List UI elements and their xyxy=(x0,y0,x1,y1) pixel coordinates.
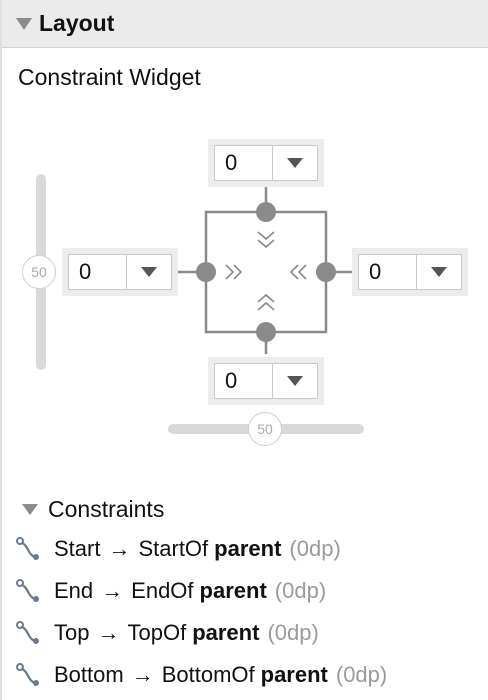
end-anchor-handle[interactable] xyxy=(316,262,336,282)
constraint-link-icon xyxy=(16,663,39,686)
layout-section-header[interactable]: Layout xyxy=(2,0,488,48)
arrow-right-icon: → xyxy=(131,662,154,687)
constraint-parent: parent xyxy=(199,578,267,603)
top-anchor-handle[interactable] xyxy=(256,202,276,222)
constraints-header-label: Constraints xyxy=(48,496,165,522)
arrow-right-icon: → xyxy=(108,536,131,561)
vertical-bias-slider-thumb[interactable]: 50 xyxy=(22,255,56,289)
arrow-right-icon: → xyxy=(97,620,120,645)
constraint-margin: (0dp) xyxy=(289,536,341,561)
constraint-side: End xyxy=(54,578,94,603)
section-title: Layout xyxy=(39,10,115,36)
constraint-link-icon xyxy=(16,579,39,602)
start-anchor-handle[interactable] xyxy=(196,262,216,282)
panel-left-border xyxy=(0,0,2,700)
constraint-margin: (0dp) xyxy=(267,620,319,645)
arrow-right-icon: → xyxy=(101,578,124,603)
constraint-target: EndOf xyxy=(131,578,194,603)
widget-box xyxy=(204,210,328,334)
bottom-anchor-handle[interactable] xyxy=(256,322,276,342)
constraint-margin: (0dp) xyxy=(274,578,327,603)
start-margin-value[interactable]: 0 xyxy=(79,259,92,284)
chevron-down-icon[interactable] xyxy=(127,255,171,289)
constraints-section-header[interactable]: Constraints xyxy=(22,496,164,523)
chevron-icons xyxy=(225,231,307,311)
horizontal-bias-slider-thumb[interactable]: 50 xyxy=(248,412,282,446)
constraint-target: BottomOf xyxy=(161,662,255,687)
top-margin-dropdown[interactable]: 0 xyxy=(208,139,324,187)
widget-title: Constraint Widget xyxy=(18,64,201,90)
end-margin-dropdown[interactable]: 0 xyxy=(352,248,468,296)
start-margin-dropdown[interactable]: 0 xyxy=(62,248,178,296)
constraint-parent: parent xyxy=(192,620,260,645)
chevron-down-icon[interactable] xyxy=(273,364,317,398)
top-margin-value[interactable]: 0 xyxy=(225,150,238,175)
end-margin-value[interactable]: 0 xyxy=(369,259,382,284)
constraint-side: Start xyxy=(54,536,101,561)
constraint-link-icon xyxy=(16,621,39,644)
constraint-parent: parent xyxy=(214,536,282,561)
bottom-margin-dropdown[interactable]: 0 xyxy=(208,357,324,405)
constraint-margin: (0dp) xyxy=(335,662,388,687)
chevron-down-icon[interactable] xyxy=(273,146,317,180)
constraint-target: StartOf xyxy=(138,536,209,561)
constraint-target: TopOf xyxy=(127,620,187,645)
collapse-triangle-icon[interactable] xyxy=(16,17,32,30)
collapse-triangle-icon[interactable] xyxy=(22,504,38,515)
chevron-down-icon[interactable] xyxy=(417,255,461,289)
constraint-side: Top xyxy=(54,620,90,645)
constraint-link-icon xyxy=(16,537,39,560)
constraint-side: Bottom xyxy=(54,662,124,687)
constraint-parent: parent xyxy=(260,662,328,687)
bottom-margin-value[interactable]: 0 xyxy=(225,368,238,393)
